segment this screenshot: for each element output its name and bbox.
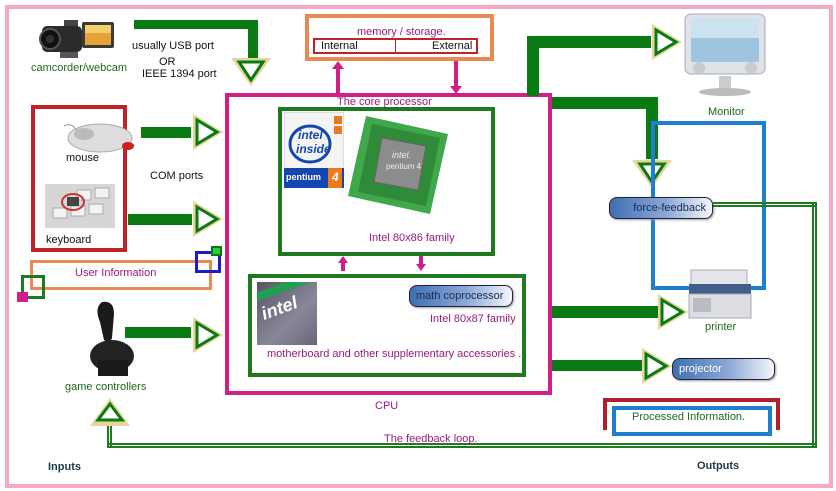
monitor-connector-vertical: [527, 36, 539, 96]
memory-box: [305, 14, 494, 61]
arrow-up-icon: [338, 256, 348, 271]
connector-node: [21, 275, 45, 299]
processed-information-bracket: [603, 398, 780, 430]
inputs-section-label: Inputs: [48, 461, 81, 473]
joystick-icon: [84, 300, 140, 380]
monitor-label: Monitor: [708, 106, 745, 118]
keyboard-connector: [128, 214, 192, 225]
cpu-chip-icon: intel. pentium 4: [348, 116, 448, 214]
projector-connector: [552, 360, 644, 371]
intel-badge-line2: inside: [296, 142, 331, 156]
core-processor-title: The core processor: [337, 96, 432, 108]
memory-internal-label: Internal: [321, 40, 358, 52]
chip-model: pentium 4: [386, 162, 422, 171]
camcorder-connector: [134, 20, 258, 29]
feedback-loop-line-bottom: [107, 443, 817, 448]
cpu-label: CPU: [375, 400, 399, 412]
printer-label: printer: [705, 321, 737, 333]
coprocessor-family-label: Intel 80x87 family: [430, 313, 516, 325]
motherboard-label: motherboard and other supplementary acce…: [267, 348, 522, 360]
printer-connector: [552, 306, 658, 318]
arrow-right-icon: [640, 346, 674, 386]
usb-note-line3: IEEE 1394 port: [142, 68, 217, 80]
mouse-label: mouse: [66, 152, 100, 164]
intel-badge-number: 4: [332, 170, 339, 184]
monitor-icon: [683, 12, 769, 100]
arrow-right-icon: [191, 199, 225, 239]
feedback-loop-line-left: [107, 426, 112, 448]
intel-badge-line1: intel: [298, 128, 323, 142]
keyboard-icon: [45, 184, 115, 228]
connector-node: [17, 292, 28, 302]
keyboard-label: keyboard: [46, 234, 92, 246]
connector-node: [211, 246, 222, 256]
arrow-right-icon: [191, 112, 225, 152]
arrow-down-icon: [229, 56, 273, 88]
memory-title: memory / storage.: [357, 26, 446, 38]
arrow-down-icon: [416, 256, 426, 271]
camcorder-icon: [36, 14, 118, 62]
processed-information-label: Processed Information.: [632, 411, 746, 423]
arrow-down-icon: [450, 61, 462, 94]
camcorder-connector-down: [248, 20, 258, 60]
math-coprocessor-badge: math coprocessor: [409, 285, 513, 307]
arrow-right-icon: [650, 22, 684, 62]
memory-external: [395, 38, 478, 54]
cpu-box: [225, 93, 552, 395]
outputs-section-label: Outputs: [697, 460, 740, 472]
projector-badge: projector: [672, 358, 775, 380]
joystick-connector: [125, 327, 191, 338]
arrow-right-icon: [191, 315, 225, 355]
camcorder-label: camcorder/webcam: [31, 62, 127, 74]
intel-inside-badge: intel inside pentium 4: [283, 111, 345, 189]
connector-node: [195, 251, 221, 273]
mouse-connector: [141, 127, 191, 138]
force-feedback-badge: force-feedback: [609, 197, 713, 219]
arrow-up-icon: [332, 61, 344, 94]
input-devices-box: [31, 105, 127, 252]
motherboard-box: [248, 274, 526, 377]
user-information-label: User Information: [75, 267, 157, 279]
diagram-frame: [5, 5, 833, 488]
com-ports-label: COM ports: [150, 170, 204, 182]
feedback-loop-line-vertical: [812, 202, 817, 447]
usb-note-line2: OR: [159, 56, 176, 68]
intel-badge-line3: pentium: [286, 172, 321, 182]
usb-note-line1: usually USB port: [132, 40, 214, 52]
processed-information-box: [612, 406, 772, 436]
game-controllers-label: game controllers: [65, 381, 147, 393]
memory-external-label: External: [432, 40, 473, 52]
core-processor-box: [278, 107, 495, 256]
feedback-loop-line-right: [713, 202, 817, 207]
force-feedback-connector: [552, 97, 658, 109]
arrow-right-icon: [656, 292, 690, 332]
printer-icon: [687, 268, 753, 320]
arrow-up-icon: [88, 396, 132, 428]
mouse-icon: [62, 120, 144, 158]
monitor-connector: [527, 36, 651, 48]
chip-brand: intel.: [392, 150, 412, 160]
intel-chip-photo: intel: [257, 282, 317, 345]
core-family-label: Intel 80x86 family: [369, 232, 455, 244]
feedback-loop-label: The feedback loop.: [384, 433, 478, 445]
